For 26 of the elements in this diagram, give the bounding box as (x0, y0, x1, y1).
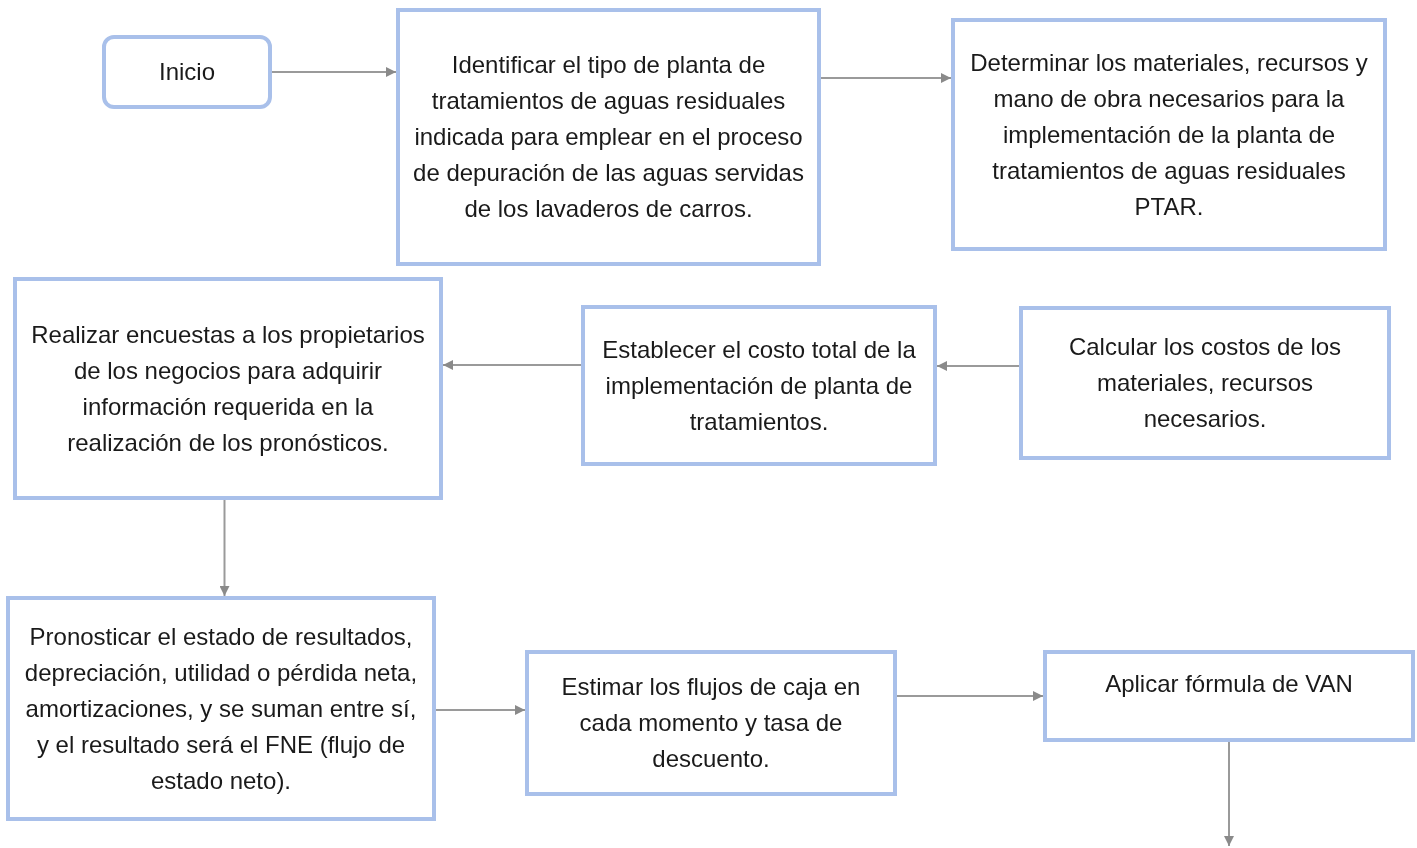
arrow (820, 73, 952, 83)
arrow (442, 360, 582, 370)
process-box (581, 305, 937, 466)
step-text: Calcular los costos de los materiales, recursos necesarios. (1067, 332, 1343, 434)
step-text: Inicio (159, 57, 215, 87)
process-box (1043, 650, 1415, 742)
step-text: Establecer el costo total de la implementación de planta de tratamientos. (601, 334, 917, 437)
step-text: Aplicar fórmula de VAN (1105, 669, 1353, 699)
process-box (102, 35, 272, 109)
arrow (896, 691, 1044, 701)
process-box (1019, 306, 1391, 460)
step-text: Estimar los flujos de caja en cada momento y tasa de descuento. (560, 672, 862, 774)
step-text: Realizar encuestas a los propietarios de los negocios para adquirir información requerida en la realización de los pronósticos. (30, 319, 426, 458)
process-box (525, 650, 897, 796)
step-text: Determinar los materiales, recursos y mano de obra necesarios para la implementación de la planta de tratamientos de aguas residuales PTAR. (969, 47, 1369, 222)
arrow (219, 499, 230, 597)
arrow (1224, 741, 1234, 847)
step-text: Identificar el tipo de planta de tratamientos de aguas residuales indicada para emplear en el proceso de depuración de las aguas servidas de los lavaderos de carros. (412, 50, 805, 224)
step-text: Pronosticar el estado de resultados, depreciación, utilidad o pérdida neta, amortizaciones, y se suman entre sí, y el resultado será el FNE (flujo de estado neto). (23, 621, 419, 796)
arrow (936, 361, 1020, 371)
arrow (435, 705, 526, 715)
arrow (271, 67, 397, 77)
process-box (6, 596, 436, 821)
process-box (951, 18, 1387, 251)
process-box (396, 8, 821, 266)
process-box (13, 277, 443, 500)
